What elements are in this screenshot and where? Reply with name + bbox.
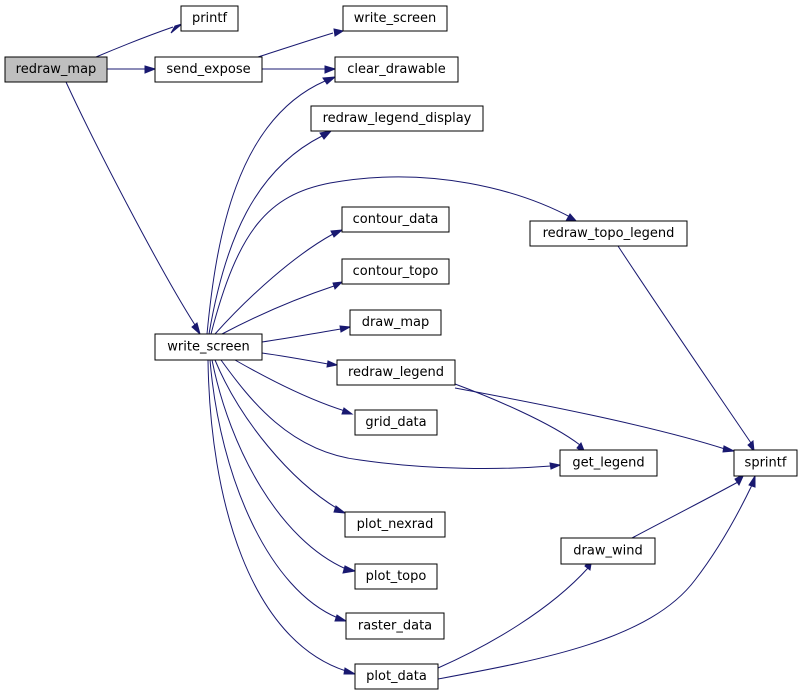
- node-printf[interactable]: printf: [180, 5, 239, 32]
- node-label: plot_nexrad: [357, 517, 434, 532]
- node-redraw-legend[interactable]: redraw_legend: [336, 359, 456, 386]
- edge-write-screen-to-clear-drawable: [206, 76, 337, 335]
- node-label: write_screen: [354, 11, 436, 26]
- node-plot-topo[interactable]: plot_topo: [354, 563, 438, 590]
- node-draw-wind[interactable]: draw_wind: [560, 537, 656, 565]
- node-label: contour_topo: [353, 264, 439, 279]
- arrowhead: [334, 614, 348, 622]
- node-label: get_legend: [572, 456, 644, 471]
- edge-redraw-topo-legend-to-sprintf: [617, 245, 755, 453]
- edge-plot-data-to-sprintf: [437, 474, 756, 680]
- node-plot-data[interactable]: plot_data: [354, 663, 439, 690]
- arrowhead: [326, 360, 339, 368]
- node-draw-map[interactable]: draw_map: [349, 309, 442, 336]
- edge-write-screen-to-redraw-legend: [261, 352, 339, 368]
- node-write-screen[interactable]: write_screen: [154, 333, 263, 361]
- edge-write-screen-to-contour-topo: [221, 281, 344, 335]
- node-write-screen-top[interactable]: write_screen: [342, 5, 448, 32]
- arrowhead: [144, 65, 157, 74]
- arrowhead: [333, 28, 345, 37]
- node-label: grid_data: [365, 415, 426, 430]
- node-get-legend[interactable]: get_legend: [559, 449, 658, 477]
- node-label: plot_topo: [366, 569, 427, 584]
- edge-write-screen-to-raster-data: [209, 359, 348, 622]
- node-label: sprintf: [745, 456, 787, 471]
- arrowhead: [748, 474, 756, 488]
- node-label: contour_data: [353, 212, 439, 227]
- edge-redraw-legend-to-get-legend: [454, 383, 587, 455]
- arrowhead: [339, 325, 352, 333]
- edge-redraw-map-to-send-expose: [107, 65, 157, 74]
- arrowhead: [191, 322, 201, 336]
- node-label: redraw_map: [16, 62, 97, 77]
- node-clear-drawable[interactable]: clear_drawable: [334, 56, 459, 83]
- node-sprintf[interactable]: sprintf: [733, 449, 798, 477]
- node-label: redraw_topo_legend: [543, 226, 675, 241]
- arrowhead: [342, 565, 357, 574]
- edges-layer: [65, 23, 756, 680]
- edge-send-expose-to-write-screen-top: [257, 28, 345, 58]
- node-redraw-topo-legend[interactable]: redraw_topo_legend: [529, 220, 688, 247]
- node-label: redraw_legend: [348, 365, 444, 380]
- edge-redraw-map-to-printf: [95, 23, 183, 58]
- node-label: redraw_legend_display: [323, 111, 472, 126]
- edge-redraw-map-to-write-screen: [65, 81, 201, 336]
- arrowhead: [722, 445, 736, 453]
- edge-draw-wind-to-sprintf: [631, 472, 746, 539]
- node-redraw-map[interactable]: redraw_map: [4, 56, 108, 83]
- arrowhead: [332, 281, 344, 290]
- arrowhead: [747, 440, 755, 453]
- arrowhead: [170, 23, 183, 34]
- node-plot-nexrad[interactable]: plot_nexrad: [344, 511, 446, 538]
- arrowhead: [330, 229, 344, 238]
- arrowhead: [343, 667, 357, 675]
- arrowhead: [549, 462, 562, 470]
- edge-send-expose-to-clear-drawable: [262, 65, 337, 74]
- arrowhead: [341, 407, 354, 415]
- node-label: raster_data: [358, 619, 432, 634]
- node-label: printf: [192, 11, 228, 26]
- arrowhead: [322, 76, 337, 85]
- edge-write-screen-to-grid-data: [234, 359, 354, 415]
- arrowhead: [333, 505, 347, 514]
- node-redraw-legend-display[interactable]: redraw_legend_display: [310, 105, 484, 132]
- node-label: write_screen: [167, 340, 249, 355]
- node-label: send_expose: [166, 62, 250, 77]
- node-label: draw_wind: [573, 544, 642, 559]
- edge-write-screen-to-redraw-legend-display: [208, 130, 333, 335]
- node-label: draw_map: [362, 315, 430, 330]
- edge-write-screen-to-plot-nexrad: [214, 359, 347, 514]
- edge-write-screen-to-draw-map: [261, 325, 352, 343]
- node-send-expose[interactable]: send_expose: [154, 56, 263, 83]
- edge-write-screen-to-plot-data: [207, 359, 357, 675]
- node-label: clear_drawable: [347, 62, 446, 77]
- edge-write-screen-to-plot-topo: [211, 359, 357, 574]
- edge-write-screen-to-get-legend: [220, 359, 562, 470]
- edge-write-screen-to-contour-data: [214, 229, 344, 335]
- edge-redraw-legend-to-sprintf: [454, 387, 736, 453]
- node-label: plot_data: [366, 669, 427, 684]
- node-raster-data[interactable]: raster_data: [345, 612, 445, 640]
- edge-plot-data-to-draw-wind: [437, 556, 593, 669]
- node-grid-data[interactable]: grid_data: [354, 409, 438, 436]
- node-contour-topo[interactable]: contour_topo: [341, 258, 450, 285]
- arrowhead: [324, 65, 337, 74]
- arrowhead: [319, 130, 333, 140]
- node-contour-data[interactable]: contour_data: [341, 206, 450, 233]
